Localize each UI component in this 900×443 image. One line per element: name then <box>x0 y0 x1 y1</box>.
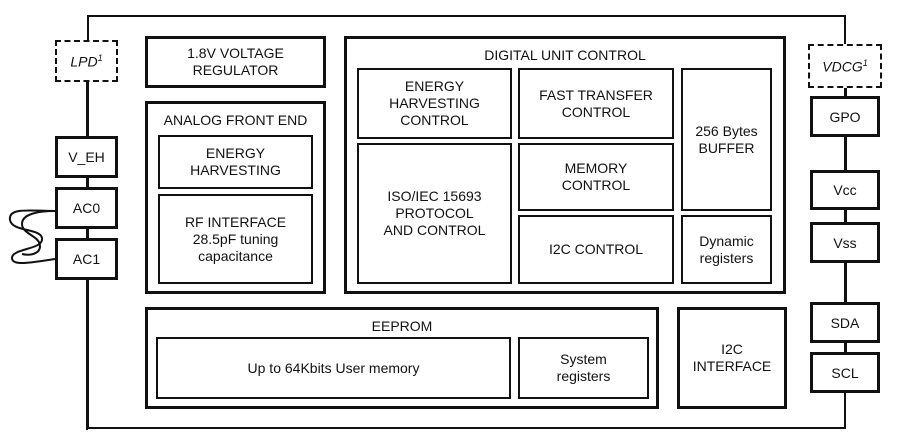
rf-interface-label: RF INTERFACE 28.5pF tuning capacitance <box>184 213 287 264</box>
vdcg-sup: 1 <box>862 57 868 68</box>
wire-vdcg <box>845 86 847 98</box>
system-registers-block: System registers <box>518 337 649 399</box>
wire-right-2 <box>845 208 847 224</box>
vcc-pin: Vcc <box>810 170 880 210</box>
energy-harvesting-control-label: ENERGY HARVESTING CONTROL <box>389 78 480 128</box>
energy-harvesting-control-block: ENERGY HARVESTING CONTROL <box>357 68 512 139</box>
rf-interface-block: RF INTERFACE 28.5pF tuning capacitance <box>158 194 313 284</box>
ac1-pin: AC1 <box>55 238 118 280</box>
user-memory-block: Up to 64Kbits User memory <box>156 337 511 399</box>
wire-ac1-down <box>86 278 88 430</box>
energy-harvesting-block: ENERGY HARVESTING <box>158 135 313 189</box>
i2c-interface-block: I2C INTERFACE <box>677 307 787 409</box>
dynamic-registers-label: Dynamic registers <box>699 232 754 266</box>
sda-label: SDA <box>830 314 860 331</box>
digital-unit-control-title: DIGITAL UNIT CONTROL <box>484 47 646 63</box>
buffer-label: 256 Bytes BUFFER <box>695 122 758 156</box>
ac0-label: AC0 <box>72 200 101 216</box>
fast-transfer-control-label: FAST TRANSFER CONTROL <box>539 86 653 120</box>
iso-protocol-block: ISO/IEC 15693 PROTOCOL AND CONTROL <box>357 143 512 284</box>
wire-left-pins-2 <box>86 228 88 240</box>
wire-left-pins <box>86 178 88 188</box>
gpo-pin: GPO <box>810 96 880 137</box>
ac1-label: AC1 <box>72 251 101 267</box>
voltage-regulator-block: 1.8V VOLTAGE REGULATOR <box>145 36 326 88</box>
iso-protocol-label: ISO/IEC 15693 PROTOCOL AND CONTROL <box>383 188 486 238</box>
i2c-control-block: I2C CONTROL <box>518 215 674 284</box>
vdcg-pin: VDCG1 <box>808 44 882 88</box>
vdcg-label: VDCG <box>822 58 863 75</box>
buffer-block: 256 Bytes BUFFER <box>681 68 772 211</box>
wire-right-4 <box>845 342 847 354</box>
sda-pin: SDA <box>810 302 880 343</box>
dynamic-registers-block: Dynamic registers <box>681 215 772 284</box>
ac0-pin: AC0 <box>55 187 118 229</box>
i2c-control-label: I2C CONTROL <box>548 241 644 257</box>
vcc-label: Vcc <box>833 182 857 198</box>
wire-right-3 <box>845 262 847 304</box>
memory-control-block: MEMORY CONTROL <box>518 143 674 211</box>
user-memory-label: Up to 64Kbits User memory <box>247 359 420 376</box>
lpd-pin: LPD1 <box>55 40 118 82</box>
wire-right-1 <box>845 136 847 172</box>
i2c-interface-label: I2C INTERFACE <box>692 341 772 374</box>
gpo-label: GPO <box>829 108 861 125</box>
analog-front-end-title: ANALOG FRONT END <box>163 112 308 128</box>
memory-control-label: MEMORY CONTROL <box>561 160 631 193</box>
scl-pin: SCL <box>810 352 880 393</box>
voltage-regulator-label: 1.8V VOLTAGE REGULATOR <box>187 45 284 78</box>
fast-transfer-control-block: FAST TRANSFER CONTROL <box>518 68 674 139</box>
vss-pin: Vss <box>810 222 880 263</box>
lpd-sup: 1 <box>97 52 103 63</box>
scl-label: SCL <box>831 364 859 381</box>
wire-lpd <box>86 80 88 138</box>
v-eh-pin: V_EH <box>55 136 118 178</box>
energy-harvesting-label: ENERGY HARVESTING <box>190 145 281 178</box>
lpd-label: LPD <box>70 53 98 70</box>
eeprom-title: EEPROM <box>371 318 433 334</box>
v-eh-label: V_EH <box>68 149 105 165</box>
system-registers-label: System registers <box>556 351 611 384</box>
vss-label: Vss <box>833 234 857 251</box>
